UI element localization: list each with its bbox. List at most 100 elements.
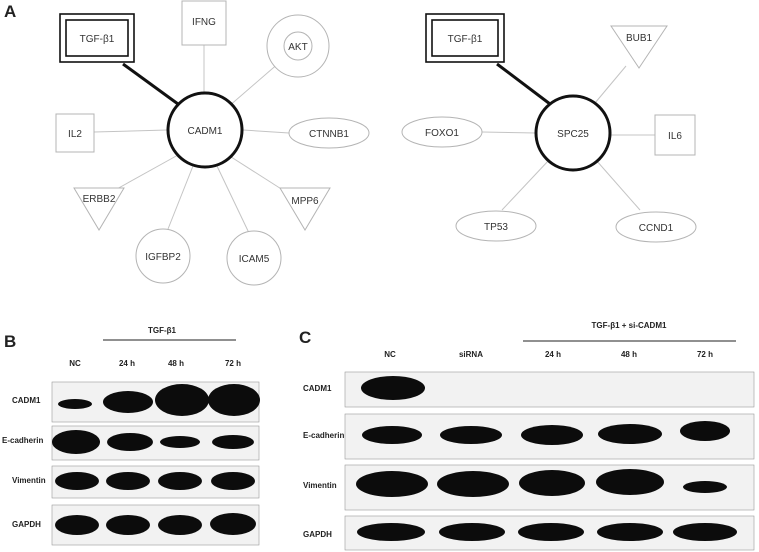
edge-igfbp2-cadm1: [167, 165, 194, 230]
node-akt: AKT: [266, 14, 330, 78]
blot-band: [106, 515, 150, 535]
node-akt-label: AKT: [288, 42, 307, 53]
node-icam5: ICAM5: [226, 230, 282, 286]
blot-band: [210, 513, 256, 535]
blot-band: [362, 426, 422, 444]
panel-b-treatment-label: TGF-β1: [148, 326, 177, 335]
blot-band: [439, 523, 505, 541]
blot-band: [361, 376, 425, 400]
node-ifng: IFNG: [181, 0, 227, 46]
panel-b-lane-label: 24 h: [119, 359, 135, 368]
blot-band: [683, 481, 727, 493]
edge-ctnnb1-cadm1: [242, 129, 290, 134]
node-icam5-label: ICAM5: [239, 254, 270, 265]
hub-spc25: SPC25: [534, 94, 612, 172]
node-tgfb1-2: TGF-β1: [425, 13, 505, 63]
blot-band: [158, 472, 202, 490]
blot-band: [208, 384, 260, 416]
blot-band: [106, 472, 150, 490]
panel-a-letter: A: [4, 2, 16, 21]
node-erbb2-label: ERBB2: [83, 194, 116, 205]
panel-b-lane-label: 72 h: [225, 359, 241, 368]
panel-c-blot: [344, 371, 755, 551]
node-tgfb1-2-label: TGF-β1: [448, 34, 483, 45]
node-erbb2: ERBB2: [73, 187, 125, 231]
blot-band: [160, 436, 200, 448]
panel-b-row-labels: CADM1 E-cadherin Vimentin GAPDH: [2, 396, 46, 529]
panel-c-row-label: CADM1: [303, 384, 332, 393]
blot-band: [519, 470, 585, 496]
panel-c-lane-label: NC: [384, 350, 396, 359]
node-il2: IL2: [55, 113, 95, 153]
node-ccnd1-label: CCND1: [639, 223, 674, 234]
panel-c-row-labels: CADM1 E-cadherin Vimentin GAPDH: [303, 384, 344, 539]
panel-c-row-label: E-cadherin: [303, 431, 344, 440]
edge-tp53-spc25: [501, 159, 550, 211]
blot-band: [58, 399, 92, 409]
blot-band: [597, 523, 663, 541]
edge-akt-cadm1: [227, 61, 281, 108]
blot-band: [437, 471, 509, 497]
panel-c-row-label: Vimentin: [303, 481, 337, 490]
node-tgfb1-label: TGF-β1: [80, 34, 115, 45]
panel-c-lane-label: 48 h: [621, 350, 637, 359]
blot-band: [107, 433, 153, 451]
node-ifng-label: IFNG: [192, 17, 216, 28]
edge-erbb2-cadm1: [114, 154, 179, 191]
node-mpp6-label: MPP6: [291, 196, 319, 207]
edge-bub1-spc25: [594, 65, 627, 104]
panel-b-lane-labels: NC 24 h 48 h 72 h: [69, 359, 241, 368]
blot-band: [103, 391, 153, 413]
blot-band: [356, 471, 428, 497]
node-igfbp2: IGFBP2: [135, 228, 191, 284]
node-il6-label: IL6: [668, 131, 682, 142]
panel-c-letter: C: [299, 328, 311, 347]
node-foxo1-label: FOXO1: [425, 128, 459, 139]
panel-b-row-label: CADM1: [12, 396, 41, 405]
blot-band: [440, 426, 502, 444]
node-il6: IL6: [654, 114, 696, 156]
network-cadm1: TGF-β1 IFNG AKT IL2 CTNNB1 ERBB2 MPP6: [55, 0, 370, 286]
node-foxo1: FOXO1: [401, 116, 483, 148]
edge-tgfb1-cadm1: [122, 62, 179, 106]
network-spc25-edges: [481, 62, 655, 211]
network-spc25: TGF-β1 BUB1 FOXO1 IL6 TP53 CCND1 SPC25: [401, 13, 697, 243]
node-mpp6: MPP6: [279, 187, 331, 231]
node-igfbp2-label: IGFBP2: [145, 252, 181, 263]
blot-band: [55, 515, 99, 535]
blot-band: [357, 523, 425, 541]
panel-b-letter: B: [4, 332, 16, 351]
blot-band: [673, 523, 737, 541]
node-tp53-label: TP53: [484, 222, 508, 233]
panel-b-lane-label: 48 h: [168, 359, 184, 368]
blot-band: [211, 472, 255, 490]
panel-b-row-label: E-cadherin: [2, 436, 43, 445]
blot-band: [155, 384, 209, 416]
node-ccnd1: CCND1: [615, 211, 697, 243]
blot-band: [55, 472, 99, 490]
blot-band: [52, 430, 100, 454]
edge-icam5-cadm1: [216, 165, 250, 234]
hub-cadm1: CADM1: [166, 91, 244, 169]
panel-c-treatment-label: TGF-β1 + si-CADM1: [592, 321, 667, 330]
blot-band: [596, 469, 664, 495]
edge-tgfb1-spc25: [496, 62, 551, 106]
panel-c-row-label: GAPDH: [303, 530, 332, 539]
panel-b-blot: [51, 381, 260, 546]
blot-band: [518, 523, 584, 541]
blot-band: [680, 421, 730, 441]
panel-c-lane-label: 72 h: [697, 350, 713, 359]
blot-band: [521, 425, 583, 445]
hub-spc25-label: SPC25: [557, 129, 589, 140]
panel-c-lane-label: 24 h: [545, 350, 561, 359]
blot-band: [212, 435, 254, 449]
node-ctnnb1-label: CTNNB1: [309, 129, 349, 140]
edge-il2-cadm1: [93, 129, 168, 133]
panel-c-lane-label: siRNA: [459, 350, 483, 359]
edge-foxo1-spc25: [481, 131, 537, 134]
node-bub1-label: BUB1: [626, 33, 653, 44]
blot-band: [158, 515, 202, 535]
hub-cadm1-label: CADM1: [187, 126, 222, 137]
blot-band: [598, 424, 662, 444]
